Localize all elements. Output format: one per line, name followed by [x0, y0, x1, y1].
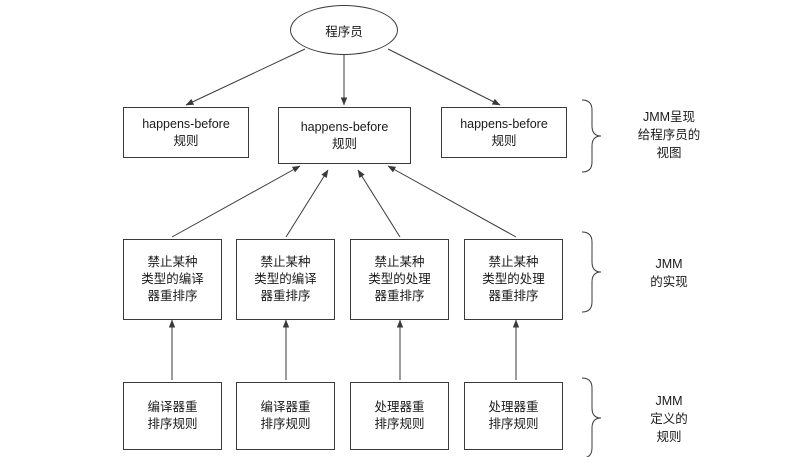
brace-impl: [581, 231, 602, 313]
node-impl-processor-2[interactable]: 禁止某种 类型的处理 器重排序: [464, 239, 563, 320]
node-impl-compiler-2[interactable]: 禁止某种 类型的编译 器重排序: [236, 239, 335, 320]
arrows-ruledefs-to-impl: [168, 319, 520, 380]
arrows-programmer-to-rules: [185, 48, 501, 106]
group-label-jmm-rules: JMM 定义的 规则: [650, 394, 688, 445]
brace-ruledefs: [581, 377, 602, 457]
arrows-impl-to-rules: [171, 165, 517, 238]
group-label-jmm-view: JMM呈现 给程序员的 视图: [637, 110, 701, 161]
group-label-jmm-implementation: JMM 的实现: [650, 257, 688, 290]
node-happens-before-rule-2[interactable]: happens-before 规则: [278, 107, 411, 164]
brace-rules: [581, 99, 602, 173]
node-programmer[interactable]: 程序员: [290, 5, 398, 55]
node-ruledef-compiler-2[interactable]: 编译器重 排序规则: [236, 382, 335, 450]
node-impl-processor-1[interactable]: 禁止某种 类型的处理 器重排序: [350, 239, 449, 320]
node-happens-before-rule-1[interactable]: happens-before 规则: [123, 107, 249, 158]
node-impl-compiler-1[interactable]: 禁止某种 类型的编译 器重排序: [123, 239, 222, 320]
node-ruledef-processor-1[interactable]: 处理器重 排序规则: [350, 382, 449, 450]
node-happens-before-rule-3[interactable]: happens-before 规则: [441, 107, 567, 158]
node-ruledef-compiler-1[interactable]: 编译器重 排序规则: [123, 382, 222, 450]
node-ruledef-processor-2[interactable]: 处理器重 排序规则: [464, 382, 563, 450]
